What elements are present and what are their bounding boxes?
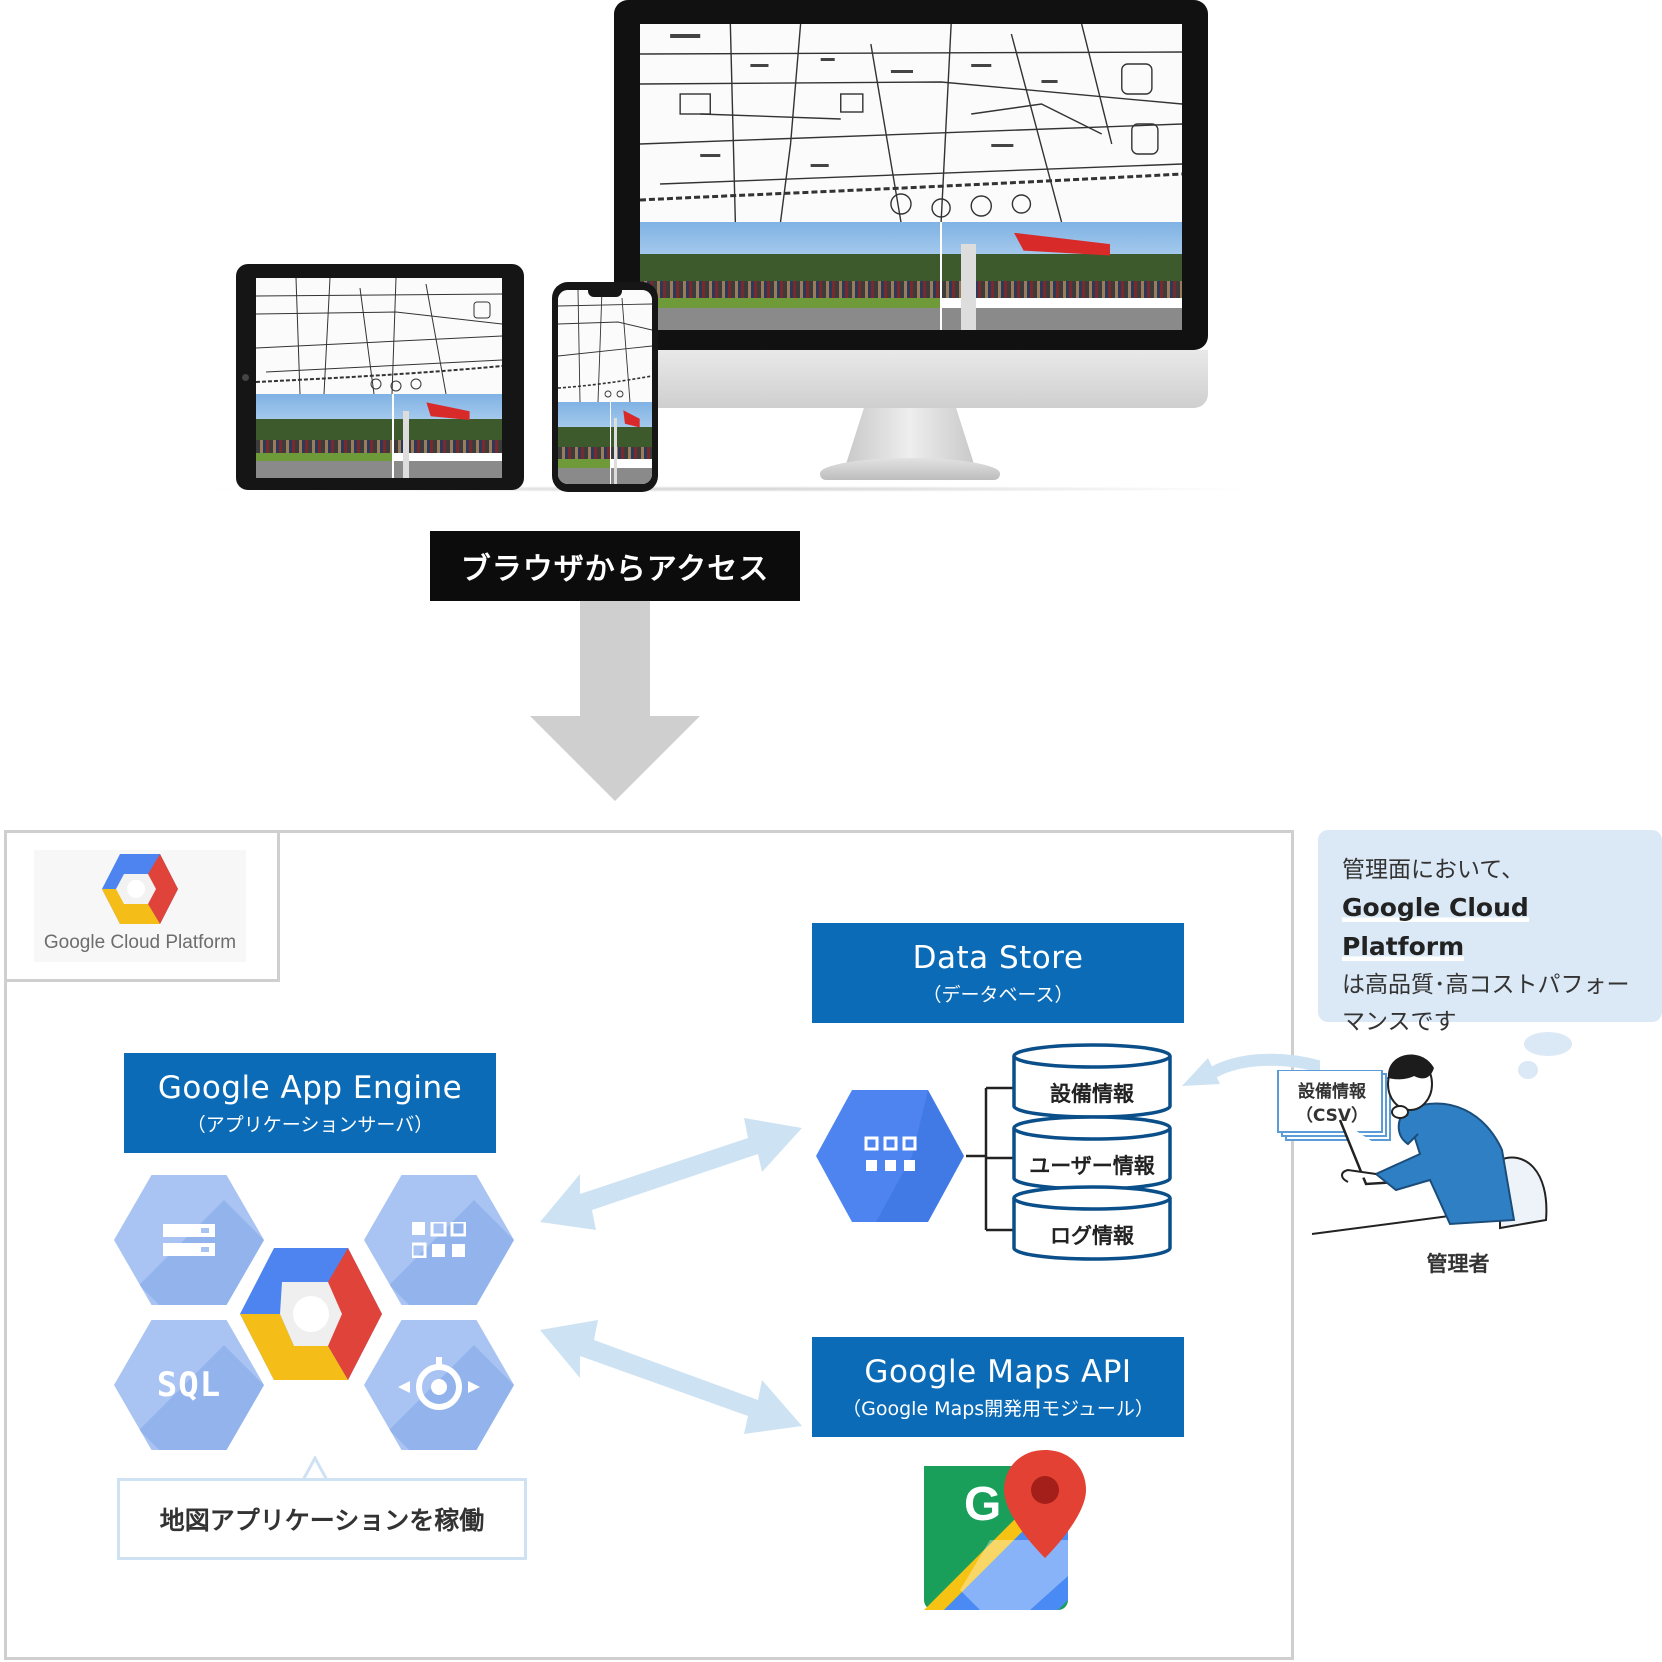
maps-api-title: Google Maps API xyxy=(864,1353,1132,1390)
marathon-photo-left xyxy=(558,402,610,484)
phone-screen xyxy=(558,290,652,484)
csv-document-icon xyxy=(1277,1070,1391,1141)
db-table-equipment-label: 設備情報 xyxy=(1050,1082,1134,1106)
maps-g-letter: G xyxy=(964,1478,1001,1531)
phone-notch xyxy=(588,290,622,297)
app-engine-callout: 地図アプリケーションを稼働 xyxy=(117,1478,527,1560)
tablet-screen xyxy=(256,278,502,478)
monitor-chin xyxy=(614,350,1208,408)
monitor-foot xyxy=(820,458,1000,480)
cloud-datastore-hex-icon xyxy=(816,1090,964,1222)
csv-import-arrow-icon xyxy=(1182,1053,1320,1086)
data-store-label: Data Store （データベース） xyxy=(812,923,1184,1023)
db-table-users-label: ユーザー情報 xyxy=(1029,1154,1155,1178)
db-table-equipment: 設備情報 xyxy=(1010,1042,1174,1120)
note-line-1: 管理面において、 xyxy=(1342,857,1525,883)
note-line-2: Google Cloud Platform xyxy=(1342,893,1529,961)
down-arrow-icon xyxy=(530,601,700,801)
gcp-logo-box xyxy=(4,830,280,982)
data-store-subtitle: （データベース） xyxy=(922,983,1074,1006)
note-line-3: は高品質･高コストパフォー xyxy=(1342,972,1630,998)
gcp-logo-icon xyxy=(102,854,178,924)
monitor-screen xyxy=(640,24,1182,330)
gcp-logo-text: Google Cloud Platform xyxy=(43,932,237,953)
thought-bubble-icon xyxy=(1518,1032,1572,1079)
monitor-stand xyxy=(846,408,974,464)
bidirectional-arrow-maps-icon xyxy=(540,1320,802,1434)
gcp-note-bubble: 管理面において、 Google Cloud Platform は高品質･高コスト… xyxy=(1318,830,1662,1035)
map-image xyxy=(640,24,1182,222)
db-table-logs: ログ情報 xyxy=(1010,1184,1174,1262)
administrator-illustration xyxy=(1311,1054,1548,1235)
marathon-photo-right xyxy=(942,222,1182,330)
datastore-connector-lines xyxy=(966,1086,1014,1232)
marathon-photo-left xyxy=(640,222,940,330)
app-engine-title: Google App Engine xyxy=(157,1069,463,1106)
marathon-photo-right xyxy=(394,394,502,478)
note-line-4: マンスです xyxy=(1342,1009,1457,1035)
maps-api-label: Google Maps API （Google Maps開発用モジュール） xyxy=(812,1337,1184,1437)
csv-label-line-1: 設備情報 xyxy=(1298,1082,1366,1102)
csv-label-line-2: （CSV） xyxy=(1295,1106,1369,1126)
sql-label: SQL xyxy=(156,1365,222,1405)
maps-api-subtitle: （Google Maps開発用モジュール） xyxy=(842,1397,1154,1420)
db-table-users: ユーザー情報 xyxy=(1010,1114,1174,1192)
browser-access-label: ブラウザからアクセス xyxy=(430,531,800,601)
db-table-logs-label: ログ情報 xyxy=(1050,1224,1134,1248)
data-store-title: Data Store xyxy=(912,939,1084,976)
administrator-label: 管理者 xyxy=(1426,1252,1490,1276)
google-maps-icon: G xyxy=(924,1450,1086,1610)
bidirectional-arrow-datastore-icon xyxy=(540,1118,802,1230)
csv-file-label: 設備情報 （CSV） xyxy=(1276,1080,1388,1128)
marathon-photo-right xyxy=(611,402,652,484)
app-engine-subtitle: （アプリケーションサーバ） xyxy=(186,1113,434,1136)
tablet-camera xyxy=(242,374,249,381)
app-engine-logo-icon xyxy=(240,1248,382,1380)
devices-shadow xyxy=(200,486,1260,492)
app-engine-label: Google App Engine （アプリケーションサーバ） xyxy=(124,1053,496,1153)
marathon-photo-left xyxy=(256,394,392,478)
map-image xyxy=(558,290,652,402)
map-image xyxy=(256,278,502,394)
